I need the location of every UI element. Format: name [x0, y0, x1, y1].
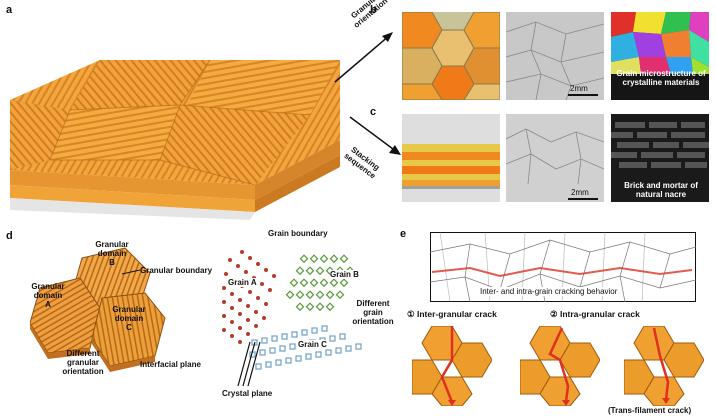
- granular-orientation-arrow: [334, 32, 393, 83]
- b-scale-bar: [568, 94, 598, 96]
- b-grey-micrograph: [506, 12, 604, 100]
- hex-cluster-3: [624, 326, 704, 406]
- interfacial-plane-label: Interfacial plane: [140, 360, 201, 369]
- panel-a-illustration: [10, 59, 340, 220]
- panel-c-label: c: [370, 106, 377, 118]
- granular-boundary-label: Granular boundary: [140, 266, 213, 275]
- b-scale-label: 2mm: [570, 84, 588, 93]
- c-grey-micrograph: [506, 114, 604, 202]
- hex-cluster-2: [520, 326, 600, 406]
- panel-e-label: e: [400, 228, 407, 240]
- crystal-grain-lattice: [222, 250, 362, 387]
- panel-d-label: d: [6, 230, 13, 242]
- grain-microstructure-caption: Grain microstructure of crystalline mate…: [616, 69, 706, 87]
- intra-granular-crack-label: ② Intra-granular crack: [550, 309, 640, 319]
- orange-hex-tile-photo: [402, 12, 500, 100]
- stacked-layers-photo: [402, 114, 500, 202]
- nacre-image: [611, 114, 709, 202]
- granular-domains-illustration: [30, 247, 166, 372]
- hex-cluster-1: [412, 326, 492, 406]
- crystal-plane-label: Crystal plane: [222, 389, 273, 398]
- c-scale-label: 2mm: [571, 188, 589, 197]
- grain-b-label: Grain B: [330, 270, 359, 279]
- grain-c-label: Grain C: [298, 340, 327, 349]
- grain-a-label: Grain A: [228, 278, 257, 287]
- panel-a-label: a: [6, 4, 13, 16]
- grain-boundary-label: Grain boundary: [268, 229, 328, 238]
- cracking-behavior-caption: Inter- and intra-grain cracking behavior: [478, 287, 620, 296]
- panel-b-label: b: [370, 4, 377, 16]
- trans-filament-crack-label: (Trans-filament crack): [608, 406, 692, 415]
- inter-granular-crack-label: ① Inter-granular crack: [407, 309, 497, 319]
- c-scale-bar: [568, 198, 598, 200]
- granular-boundary-pointer: [121, 269, 141, 275]
- nacre-caption: Brick and mortar of natural nacre: [624, 181, 698, 199]
- granular-domain-b-label: Granular domain B: [95, 240, 129, 267]
- granular-domain-a-label: Granular domain A: [31, 282, 65, 309]
- different-orientation-label: Different granular orientation: [62, 349, 104, 376]
- stacking-sequence-arrow: [349, 116, 401, 155]
- different-grain-orientation-label: Different grain orientation: [352, 299, 394, 326]
- granular-domain-c-label: Granular domain C: [112, 305, 146, 332]
- grain-microstructure-image: [611, 12, 709, 100]
